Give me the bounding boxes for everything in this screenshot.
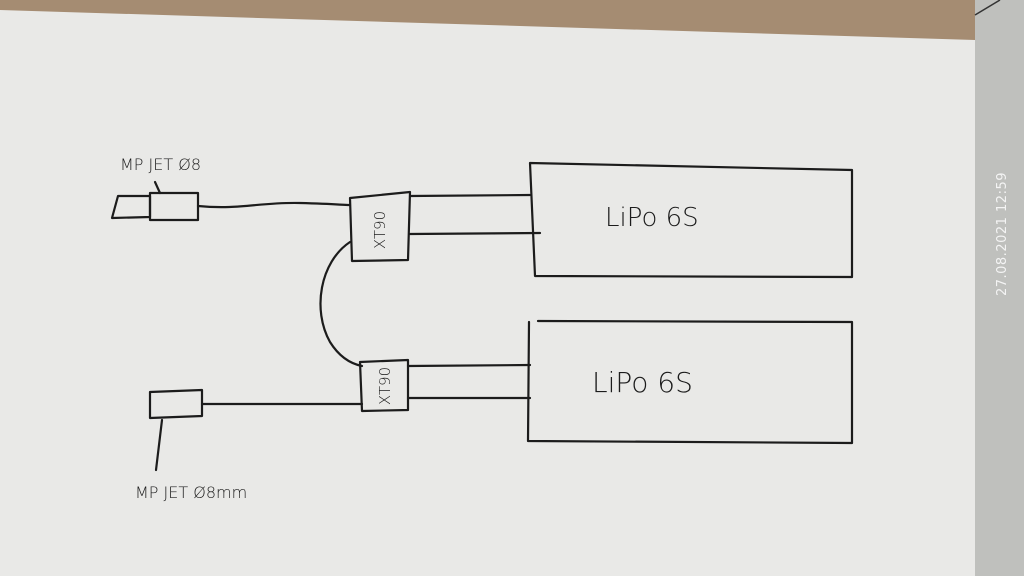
- top-battery-wire-1: [408, 193, 532, 198]
- battery-2-label: LiPo 6S: [592, 366, 693, 399]
- top-jet-wire: [196, 201, 352, 209]
- pen-tip: [974, 0, 1001, 16]
- top-battery-wire-2: [408, 231, 542, 236]
- top-xt90-connector: [348, 190, 412, 263]
- bottom-battery-wire-1: [406, 363, 532, 368]
- top-xt90-label: XT90: [371, 211, 389, 249]
- battery-1-box: [528, 161, 854, 279]
- background-surface: [975, 0, 1024, 576]
- series-link-wire: [319, 240, 364, 368]
- battery-2-box: [526, 319, 854, 445]
- bottom-jet-connector: [148, 388, 204, 472]
- bottom-xt90-connector: [358, 358, 410, 413]
- photo-timestamp: 27.08.2021 12:59: [995, 172, 1010, 297]
- top-jet-label: MP JET Ø8: [120, 155, 201, 174]
- bottom-xt90-label: XT90: [376, 367, 394, 405]
- bottom-jet-label: MP JET Ø8mm: [135, 483, 247, 502]
- battery-1-label: LiPo 6S: [605, 203, 699, 233]
- paper-sheet: [0, 10, 975, 576]
